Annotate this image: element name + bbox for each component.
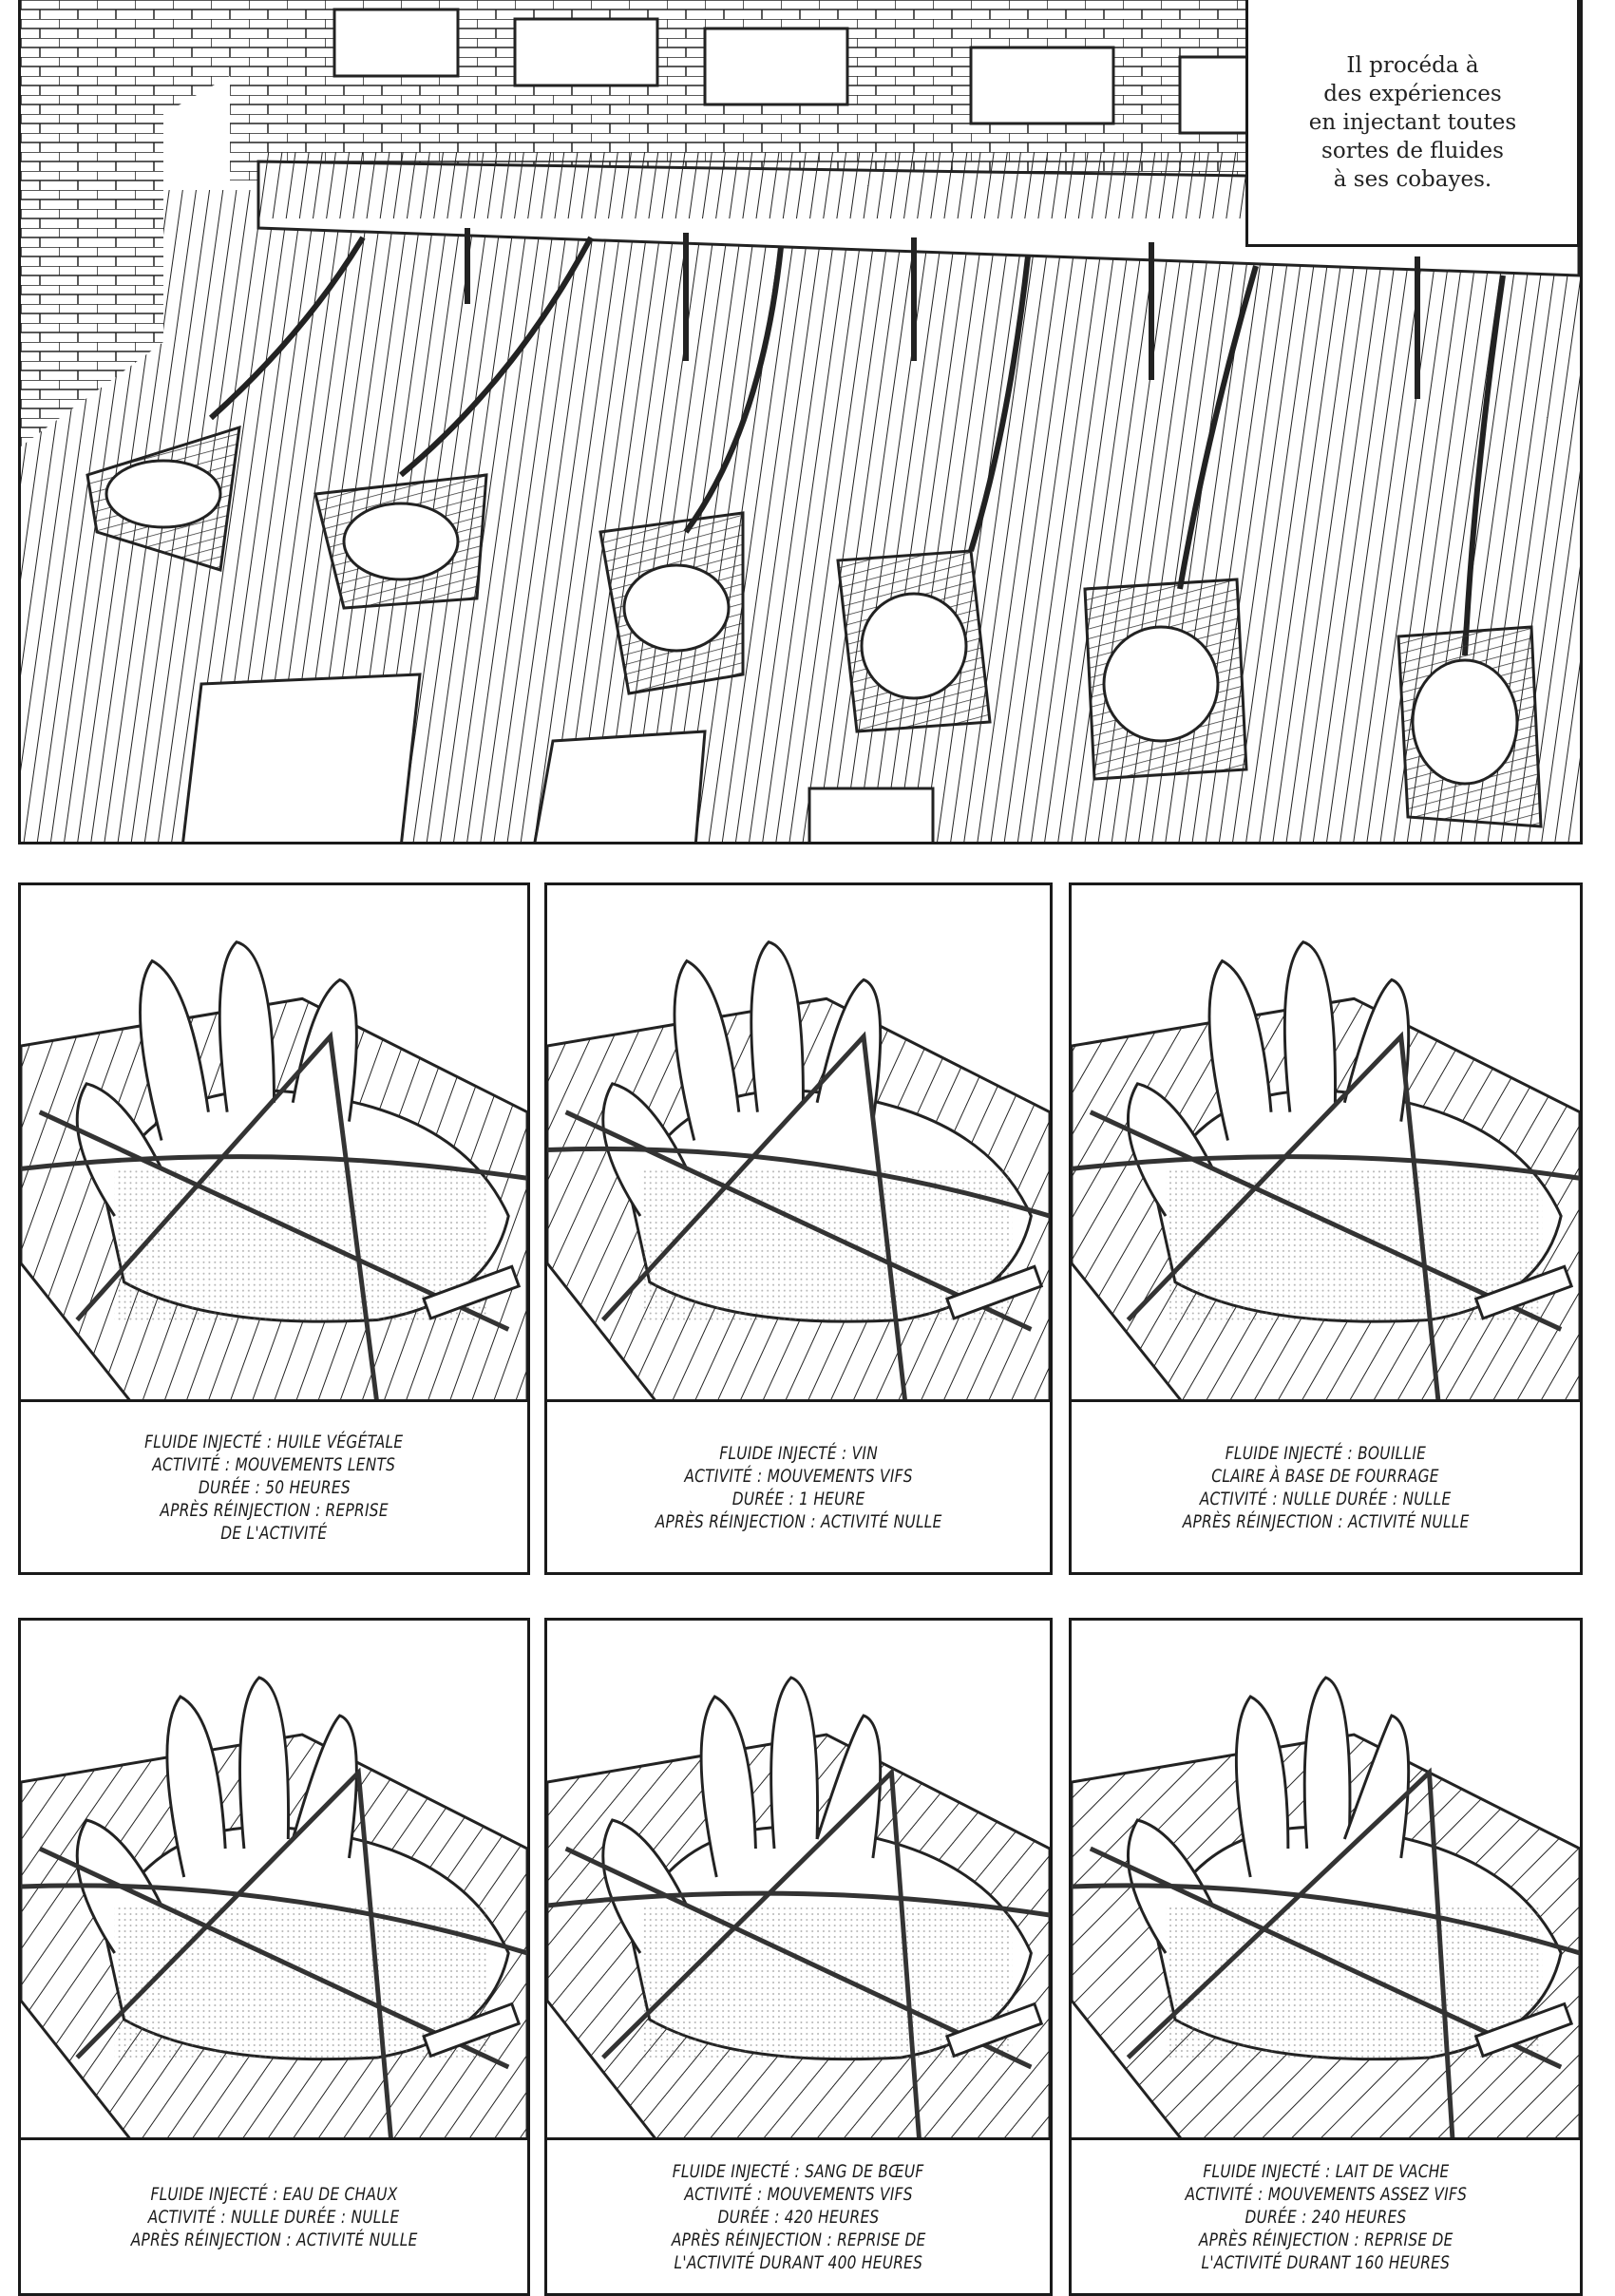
experiment-caption: Fluide injecté : eau de chauxActivité : … — [21, 2137, 527, 2293]
caption-line: Après réinjection : reprise de — [1198, 2229, 1454, 2250]
caption-line: l'activité durant 160 heures — [1201, 2251, 1451, 2273]
experiment-caption: Fluide injecté : huile végétaleActivité … — [21, 1399, 527, 1572]
caption-line: claire à base de fourrage — [1211, 1465, 1440, 1487]
narration-line: des expériences — [1323, 81, 1502, 106]
caption-line: Activité : nulle Durée : nulle — [1200, 1488, 1452, 1509]
caption-line: Durée : 420 heures — [717, 2206, 880, 2228]
experiment-caption: Fluide injecté : lait de vacheActivité :… — [1072, 2137, 1580, 2293]
panel-hand-experiment-1: Fluide injecté : huile végétaleActivité … — [18, 882, 530, 1575]
caption-line: Durée : 240 heures — [1244, 2206, 1407, 2228]
bound-hand-illustration — [1072, 1621, 1580, 2143]
caption-line: Activité : mouvements assez vifs — [1185, 2183, 1467, 2205]
caption-line: Fluide injecté : vin — [719, 1442, 878, 1464]
bound-hand-illustration — [547, 1621, 1050, 2143]
caption-line: Après réinjection : activité nulle — [655, 1510, 942, 1532]
narration-line: Il procéda à — [1346, 52, 1479, 78]
caption-line: Fluide injecté : lait de vache — [1202, 2160, 1450, 2182]
narration-line: sortes de fluides — [1321, 138, 1504, 163]
experiment-caption: Fluide injecté : bouillieclaire à base d… — [1072, 1399, 1580, 1572]
panel-hand-experiment-2: Fluide injecté : vinActivité : mouvement… — [544, 882, 1053, 1575]
panel-hand-experiment-5: Fluide injecté : sang de bœufActivité : … — [544, 1618, 1053, 2296]
bound-hand-illustration — [547, 885, 1050, 1405]
narration-line: à ses cobayes. — [1333, 166, 1492, 192]
caption-line: Fluide injecté : bouillie — [1225, 1442, 1427, 1464]
caption-line: Fluide injecté : sang de bœuf — [673, 2160, 924, 2182]
caption-line: l'activité durant 400 heures — [674, 2251, 923, 2273]
caption-line: Fluide injecté : huile végétale — [144, 1431, 404, 1452]
caption-line: Après réinjection : reprise de — [671, 2229, 926, 2250]
narration-caption-box: Il procéda à des expériences en injectan… — [1245, 0, 1580, 247]
caption-line: Après réinjection : activité nulle — [130, 2229, 418, 2250]
panel-hand-experiment-3: Fluide injecté : bouillieclaire à base d… — [1069, 882, 1583, 1575]
caption-line: Après réinjection : reprise — [160, 1499, 389, 1521]
caption-line: Durée : 1 heure — [732, 1488, 865, 1509]
caption-line: Fluide injecté : eau de chaux — [150, 2183, 398, 2205]
caption-line: Activité : mouvements lents — [152, 1453, 396, 1475]
experiment-caption: Fluide injecté : sang de bœufActivité : … — [547, 2137, 1050, 2293]
caption-line: Activité : nulle Durée : nulle — [148, 2206, 400, 2228]
bound-hand-illustration — [21, 885, 527, 1405]
caption-line: Activité : mouvements vifs — [684, 2183, 913, 2205]
caption-line: Durée : 50 heures — [198, 1476, 351, 1498]
bound-hand-illustration — [21, 1621, 527, 2143]
panel-hand-experiment-4: Fluide injecté : eau de chauxActivité : … — [18, 1618, 530, 2296]
narration-line: en injectant toutes — [1308, 109, 1517, 135]
caption-line: de l'activité — [220, 1522, 328, 1544]
experiment-caption: Fluide injecté : vinActivité : mouvement… — [547, 1399, 1050, 1572]
panel-hand-experiment-6: Fluide injecté : lait de vacheActivité :… — [1069, 1618, 1583, 2296]
caption-line: Activité : mouvements vifs — [684, 1465, 913, 1487]
bound-hand-illustration — [1072, 885, 1580, 1405]
caption-line: Après réinjection : activité nulle — [1182, 1510, 1470, 1532]
